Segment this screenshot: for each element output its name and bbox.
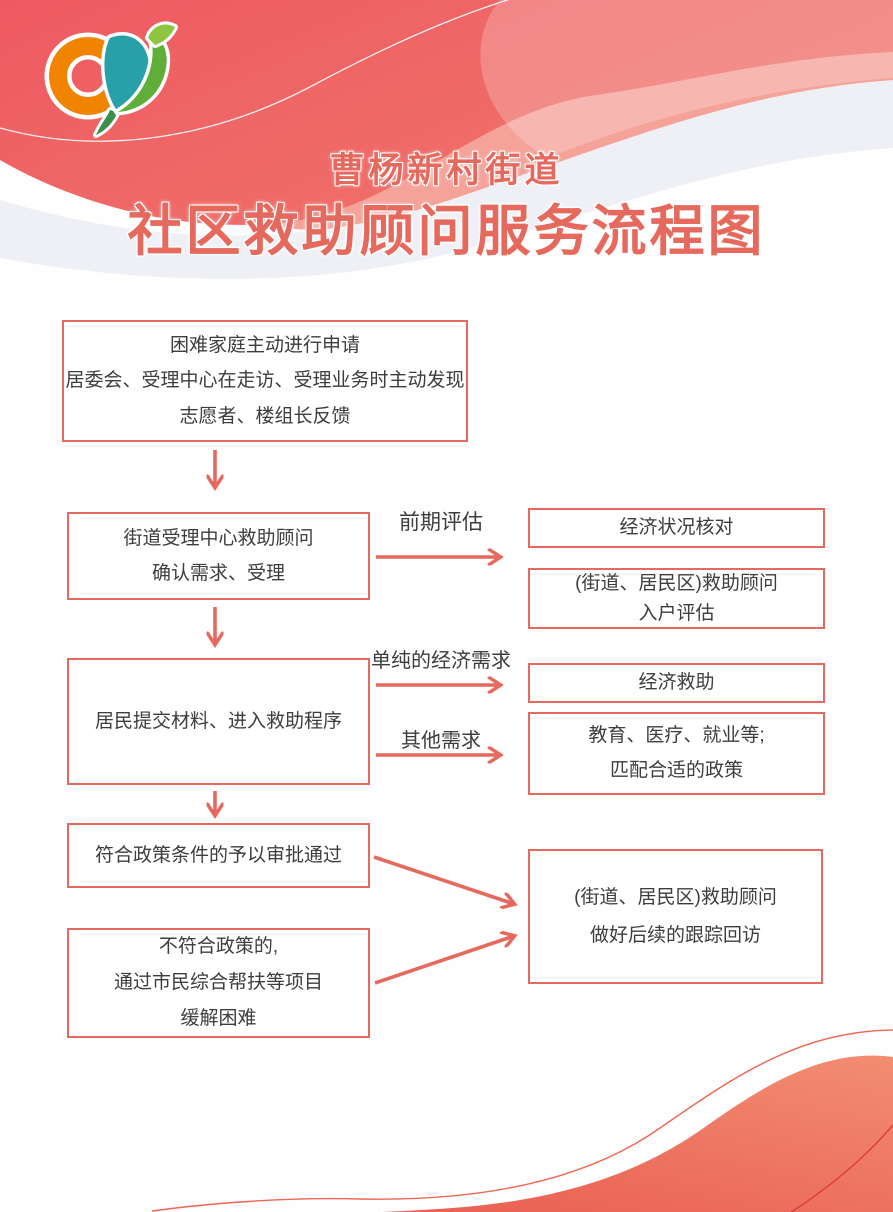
- label-pure-economic-need: 单纯的经济需求: [371, 650, 511, 672]
- flow-box-follow-up-line2: 做好后续的跟踪回访: [589, 924, 761, 946]
- flow-box-street-center-line2: 确认需求、受理: [151, 563, 285, 584]
- arrow-not-eligible-to-follow-up: [374, 936, 514, 985]
- flow-box-intake-line2: 居委会、受理中心在走访、受理业务时主动发现: [65, 370, 465, 392]
- flow-box-not-eligible-line3: 缓解困难: [180, 1008, 257, 1030]
- header-gray-wave: [0, 80, 893, 279]
- arrow-approved-to-follow-up: [373, 855, 514, 904]
- flow-box-household-evaluation-line1: (街道、居民区)救助顾问: [575, 573, 778, 595]
- flow-box-not-eligible-line2: 通过市民综合帮扶等项目: [113, 971, 323, 993]
- footer-wave-fill: [381, 1055, 893, 1212]
- poster-title-bold: 流程图: [591, 200, 766, 262]
- flow-box-policy-match-line2: 匹配合适的政策: [609, 759, 743, 781]
- flow-box-submit-materials-line1: 居民提交材料、进入救助程序: [94, 710, 342, 732]
- flow-box-household-evaluation: (街道、居民区)救助顾问 入户评估: [528, 568, 825, 629]
- poster-subtitle: 曹杨新村街道: [329, 151, 564, 190]
- flow-box-approved-line1: 符合政策条件的予以审批通过: [94, 844, 342, 866]
- flow-box-economic-check-line1: 经济状况核对: [619, 517, 734, 539]
- flow-box-submit-materials: 居民提交材料、进入救助程序: [67, 658, 370, 785]
- flow-box-follow-up-line1: (街道、居民区)救助顾问: [574, 886, 777, 908]
- flow-box-street-center-line1: 街道受理中心救助顾问: [123, 527, 314, 549]
- poster-title-main: 社区救助顾问服务: [127, 200, 592, 262]
- flow-box-household-evaluation-line2: 入户评估: [638, 602, 715, 624]
- header-red-wave: [0, 0, 893, 225]
- footer-graphic: [151, 1029, 893, 1212]
- flow-box-policy-match-line1: 教育、医疗、就业等;: [588, 725, 765, 747]
- flow-box-policy-match: 教育、医疗、就业等; 匹配合适的政策: [528, 712, 825, 795]
- label-other-needs: 其他需求: [401, 730, 481, 752]
- header-graphic: [0, 0, 893, 279]
- flow-box-intake: 困难家庭主动进行申请 居委会、受理中心在走访、受理业务时主动发现 志愿者、楼组长…: [62, 320, 468, 442]
- flow-box-intake-line3: 志愿者、楼组长反馈: [179, 405, 351, 427]
- flow-box-not-eligible-line1: 不符合政策的,: [158, 935, 279, 957]
- poster-title: 社区救助顾问服务流程图: [0, 186, 893, 266]
- flow-box-street-center: 街道受理中心救助顾问 确认需求、受理: [67, 512, 370, 600]
- header-salmon-overlay: [480, 0, 893, 158]
- footer-thin-line: [151, 1029, 893, 1212]
- footer-dark-line: [790, 1124, 893, 1212]
- flow-box-intake-line1: 困难家庭主动进行申请: [169, 335, 360, 357]
- caoyang-bird-logo: [44, 21, 178, 138]
- label-pre-assessment: 前期评估: [399, 511, 483, 534]
- logo-bird-head: [145, 21, 178, 48]
- flow-box-follow-up: (街道、居民区)救助顾问 做好后续的跟踪回访: [528, 849, 823, 984]
- flow-box-economic-assistance: 经济救助: [528, 663, 825, 703]
- flow-box-economic-check: 经济状况核对: [528, 508, 825, 548]
- flow-box-approved: 符合政策条件的予以审批通过: [67, 823, 370, 888]
- flow-box-economic-assistance-line1: 经济救助: [638, 672, 715, 694]
- flow-box-not-eligible: 不符合政策的, 通过市民综合帮扶等项目 缓解困难: [67, 928, 370, 1038]
- logo-bird-tail: [93, 107, 121, 138]
- header-white-curve: [0, 0, 510, 142]
